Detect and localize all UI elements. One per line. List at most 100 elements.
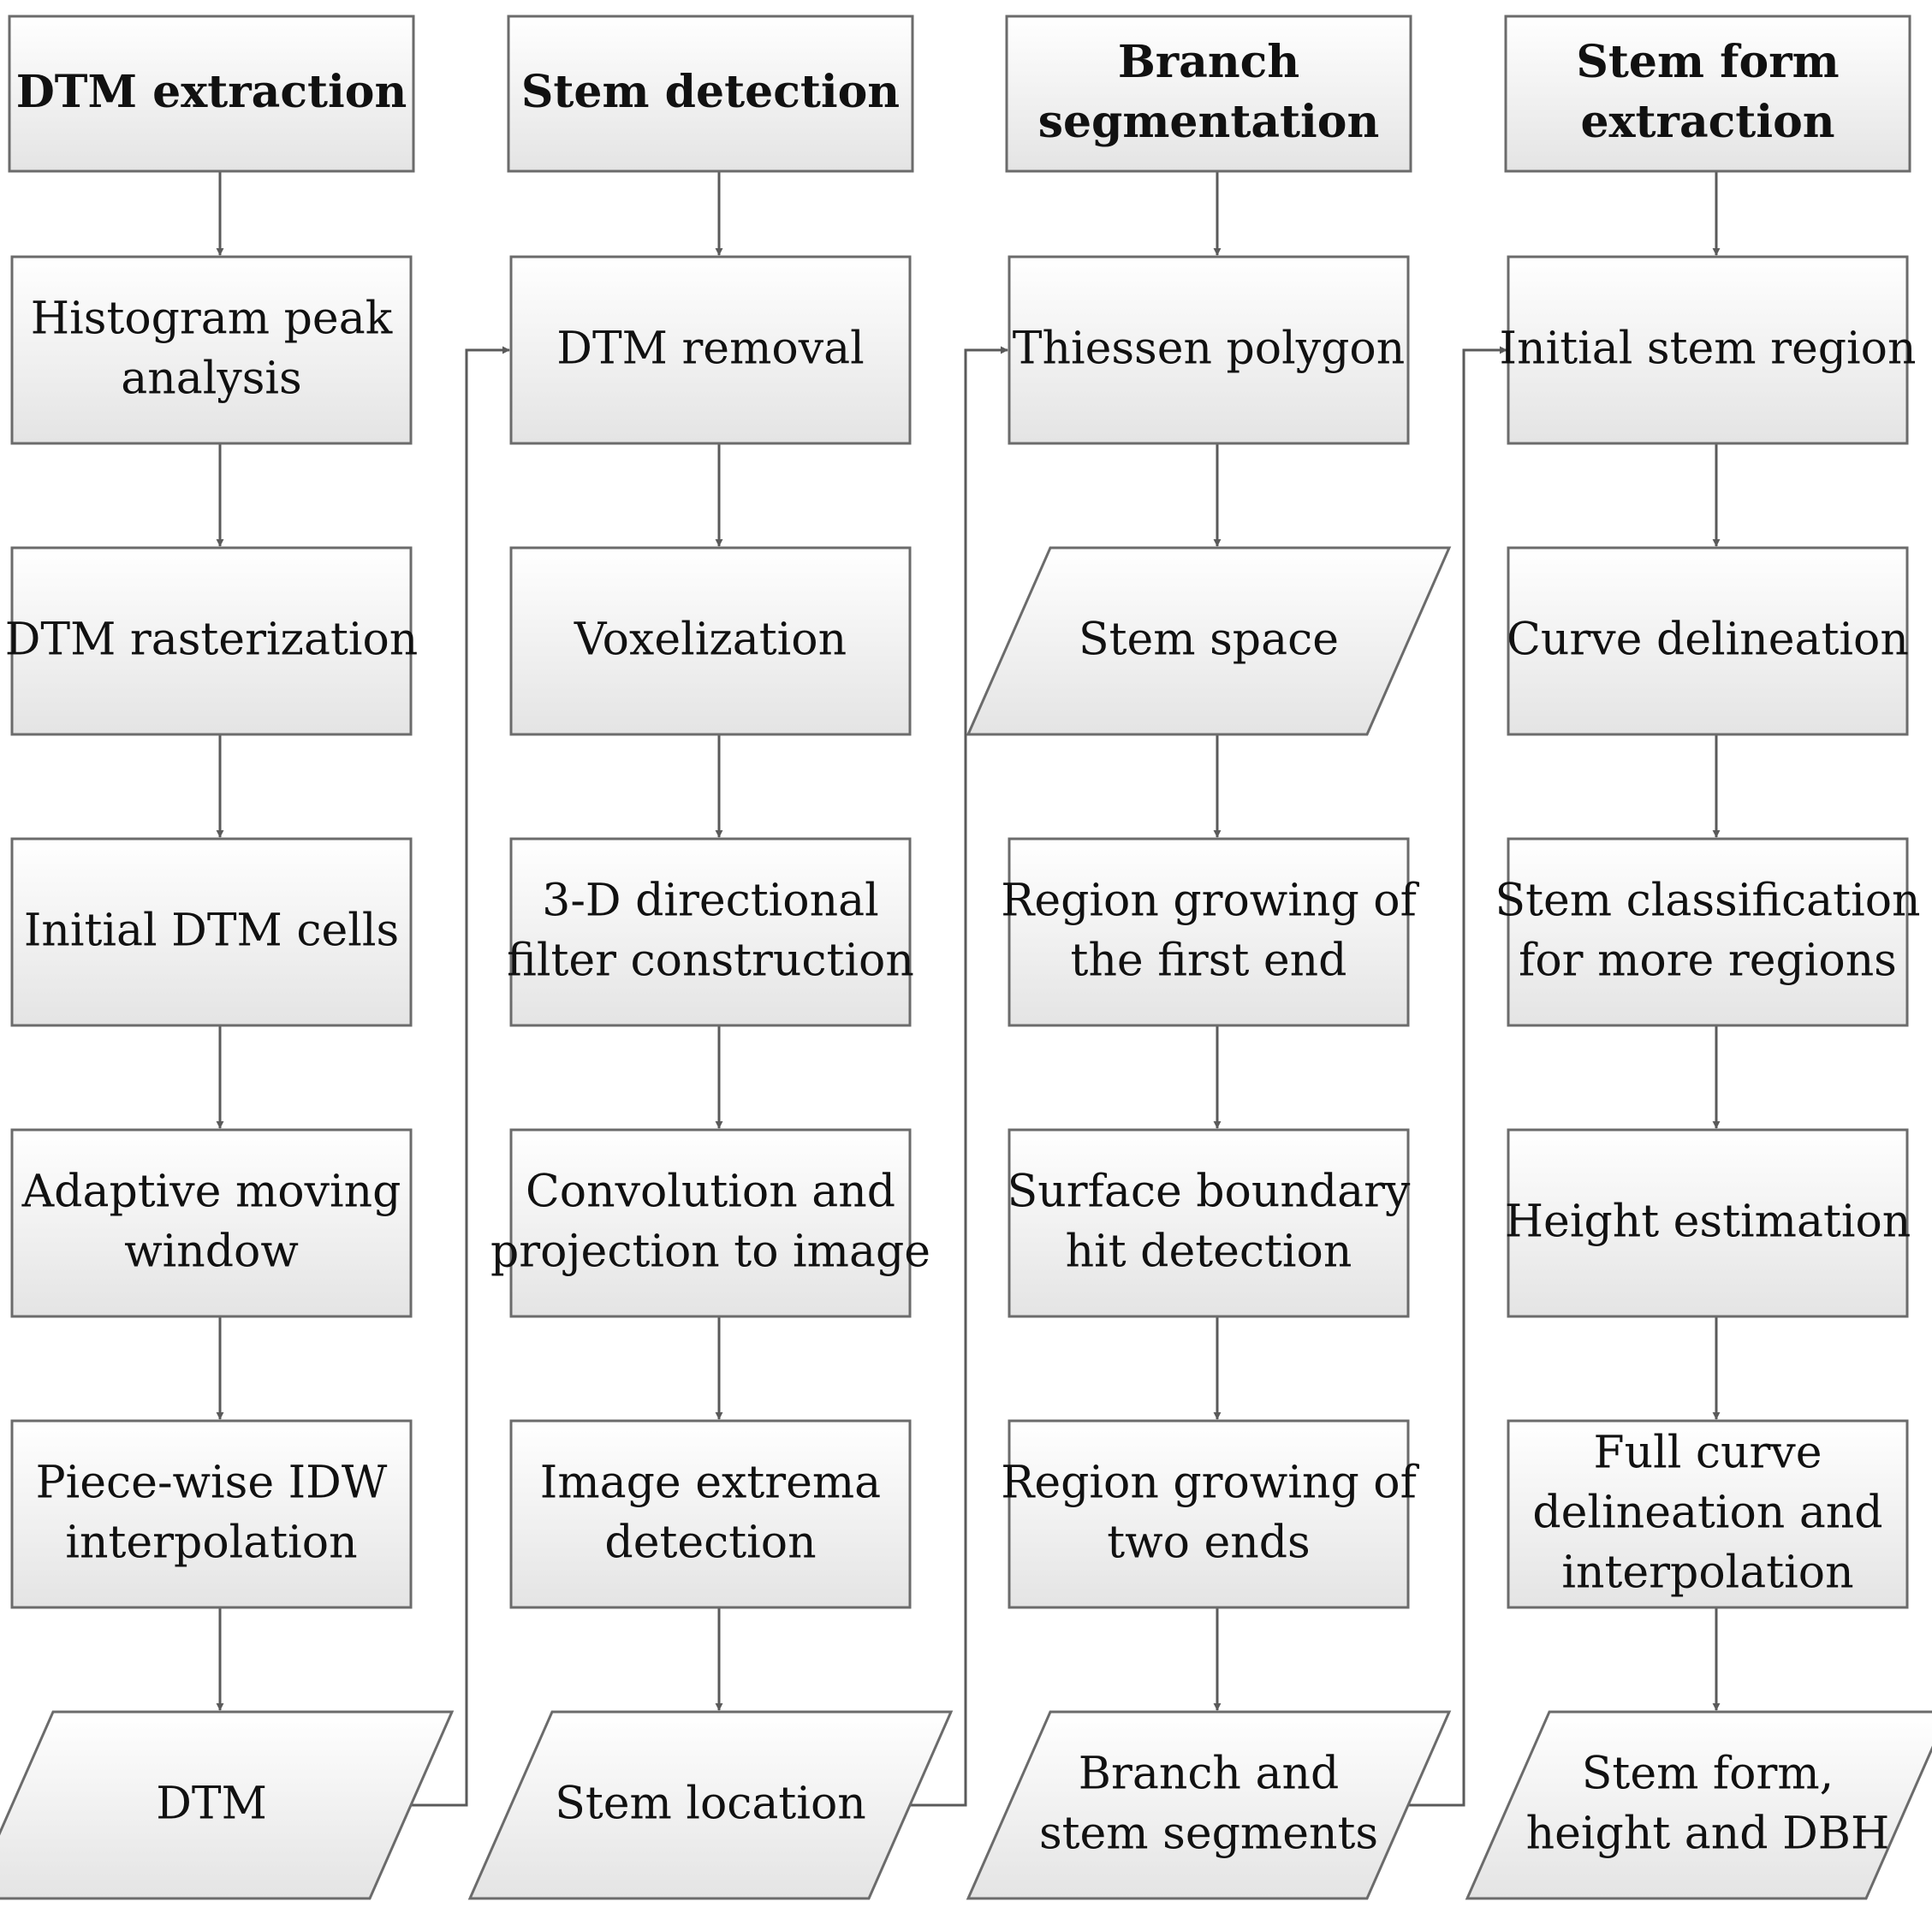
branch-segmentation-step-4-shape (1008, 1128, 1410, 1318)
stem-detection-step-3-line-2: filter construction (507, 936, 914, 987)
stem-detection-step-3: 3-D directional filter construction (507, 837, 914, 1027)
branch-segmentation-output-shape (966, 1710, 1452, 1900)
dtm-step-5-shape (10, 1419, 413, 1609)
branch-segmentation-step-1: Thiessen polygon (1008, 255, 1410, 445)
branch-segmentation-step-5-line-2: two ends (1107, 1518, 1310, 1569)
stem-form-output-line-1: Stem form, (1582, 1749, 1834, 1800)
stem-form-step-5: Full curve delineation and interpolation (1507, 1419, 1909, 1609)
stem-detection-to-next-arrow (907, 346, 1008, 1807)
stem-form-header-line-2: extraction (1580, 96, 1834, 148)
stem-detection-step-1-shape (509, 255, 912, 445)
dtm-header-shape (8, 15, 415, 173)
dtm-step-5-line-1: Piece-wise IDW (36, 1458, 388, 1509)
stem-form-step-4-shape (1507, 1128, 1909, 1318)
stem-detection-step-2-shape (509, 546, 912, 736)
stem-detection-output-shape (467, 1710, 954, 1900)
stem-detection-step-1: DTM removal (509, 255, 912, 445)
stem-detection-step-2-line-1: Voxelization (574, 615, 847, 666)
stem-form-header-shape (1504, 15, 1911, 173)
stem-detection-step-5-line-1: Image extrema (540, 1458, 881, 1509)
stem-form-step-2-shape (1507, 546, 1909, 736)
stem-detection-header-shape (507, 15, 914, 173)
branch-segmentation-step-2-shape (966, 546, 1452, 736)
dtm-step-2: DTM rasterization (5, 546, 419, 736)
branch-segmentation-to-next-arrow (1405, 346, 1507, 1807)
stem-detection-header: Stem detection (507, 15, 914, 173)
branch-segmentation-step-5: Region growing of two ends (1001, 1419, 1420, 1609)
stem-detection-step-4-shape (509, 1128, 912, 1318)
dtm-step-4-line-2: window (124, 1227, 299, 1278)
connectors (216, 171, 1721, 1807)
dtm-step-4: Adaptive moving window (10, 1128, 413, 1318)
stem-detection-step-4-line-1: Convolution and (526, 1167, 895, 1218)
stem-detection-step-2: Voxelization (509, 546, 912, 736)
stem-detection-header-line-1: Stem detection (521, 66, 900, 118)
stem-detection-step-1-line-1: DTM removal (556, 324, 864, 375)
branch-segmentation-step-3-line-1: Region growing of (1001, 876, 1419, 927)
stem-form-step-5-line-1: Full curve (1594, 1428, 1822, 1479)
stem-detection-output: Stem location (467, 1710, 954, 1900)
dtm-output-shape (0, 1710, 455, 1900)
branch-segmentation-step-1-shape (1008, 255, 1410, 445)
stem-form-step-2-line-1: Curve delineation (1507, 615, 1909, 666)
branch-segmentation-step-4-line-1: Surface boundary (1008, 1167, 1411, 1218)
branch-segmentation-header-shape (1005, 15, 1412, 173)
stem-form-step-3-shape (1507, 837, 1909, 1027)
stem-form-step-1: Initial stem region (1500, 255, 1917, 445)
stem-form-output-shape (1465, 1710, 1932, 1900)
dtm-step-3-shape (10, 837, 413, 1027)
stem-form-step-5-line-2: delineation and (1532, 1488, 1882, 1539)
stem-detection-step-3-shape (509, 837, 912, 1027)
stem-detection-step-4-line-2: projection to image (490, 1227, 930, 1278)
stem-detection-output-line-1: Stem location (555, 1779, 866, 1830)
branch-segmentation-output-line-1: Branch and (1079, 1749, 1339, 1800)
branch-segmentation-step-3-line-2: the first end (1071, 936, 1347, 987)
dtm-output: DTM (0, 1710, 455, 1900)
dtm-step-1-shape (10, 255, 413, 445)
branch-segmentation-step-4: Surface boundary hit detection (1008, 1128, 1411, 1318)
branch-segmentation-step-5-line-1: Region growing of (1001, 1458, 1419, 1509)
dtm-step-4-shape (10, 1128, 413, 1318)
stem-form-step-5-shape (1507, 1419, 1909, 1609)
dtm-step-4-line-1: Adaptive moving (21, 1167, 401, 1218)
stem-form-step-3-line-1: Stem classification (1495, 876, 1920, 927)
dtm-to-next-arrow (407, 346, 510, 1807)
branch-segmentation-header-line-1: Branch (1118, 36, 1299, 88)
stem-form-step-1-shape (1507, 255, 1909, 445)
dtm-header: DTM extraction (8, 15, 415, 173)
branch-segmentation-output-line-2: stem segments (1039, 1809, 1378, 1860)
branch-segmentation-header: Branch segmentation (1005, 15, 1412, 173)
branch-segmentation-step-3: Region growing of the first end (1001, 837, 1420, 1027)
stem-detection-step-4: Convolution and projection to image (490, 1128, 930, 1318)
dtm-step-1: Histogram peak analysis (10, 255, 413, 445)
branch-segmentation-step-2: Stem space (966, 546, 1452, 736)
branch-segmentation-step-5-shape (1008, 1419, 1410, 1609)
dtm-step-1-line-1: Histogram peak (31, 294, 393, 345)
dtm-step-5-line-2: interpolation (65, 1518, 357, 1569)
branch-segmentation-header-line-2: segmentation (1038, 96, 1380, 148)
stem-form-step-3: Stem classification for more regions (1495, 837, 1921, 1027)
branch-segmentation-output: Branch and stem segments (966, 1710, 1452, 1900)
stem-form-step-3-line-2: for more regions (1519, 936, 1897, 987)
dtm-step-1-line-2: analysis (121, 353, 302, 405)
stem-detection-step-5-shape (509, 1419, 912, 1609)
stem-form-step-5-line-3: interpolation (1561, 1548, 1853, 1599)
dtm-step-3-line-1: Initial DTM cells (24, 906, 399, 957)
stem-form-step-1-line-1: Initial stem region (1500, 324, 1917, 375)
branch-segmentation-step-1-line-1: Thiessen polygon (1013, 324, 1405, 375)
stem-form-output: Stem form, height and DBH (1465, 1710, 1932, 1900)
dtm-step-3: Initial DTM cells (10, 837, 413, 1027)
branch-segmentation-step-4-line-2: hit detection (1066, 1227, 1352, 1278)
stem-detection-step-3-line-1: 3-D directional (542, 876, 879, 927)
stem-form-header: Stem form extraction (1504, 15, 1911, 173)
dtm-step-5: Piece-wise IDW interpolation (10, 1419, 413, 1609)
dtm-step-2-line-1: DTM rasterization (5, 615, 419, 666)
stem-form-header-line-1: Stem form (1576, 36, 1839, 88)
dtm-step-2-shape (10, 546, 413, 736)
stem-form-output-line-2: height and DBH (1526, 1809, 1890, 1860)
dtm-header-line-1: DTM extraction (16, 66, 407, 118)
branch-segmentation-step-3-shape (1008, 837, 1410, 1027)
branch-segmentation-step-2-line-1: Stem space (1079, 615, 1339, 666)
